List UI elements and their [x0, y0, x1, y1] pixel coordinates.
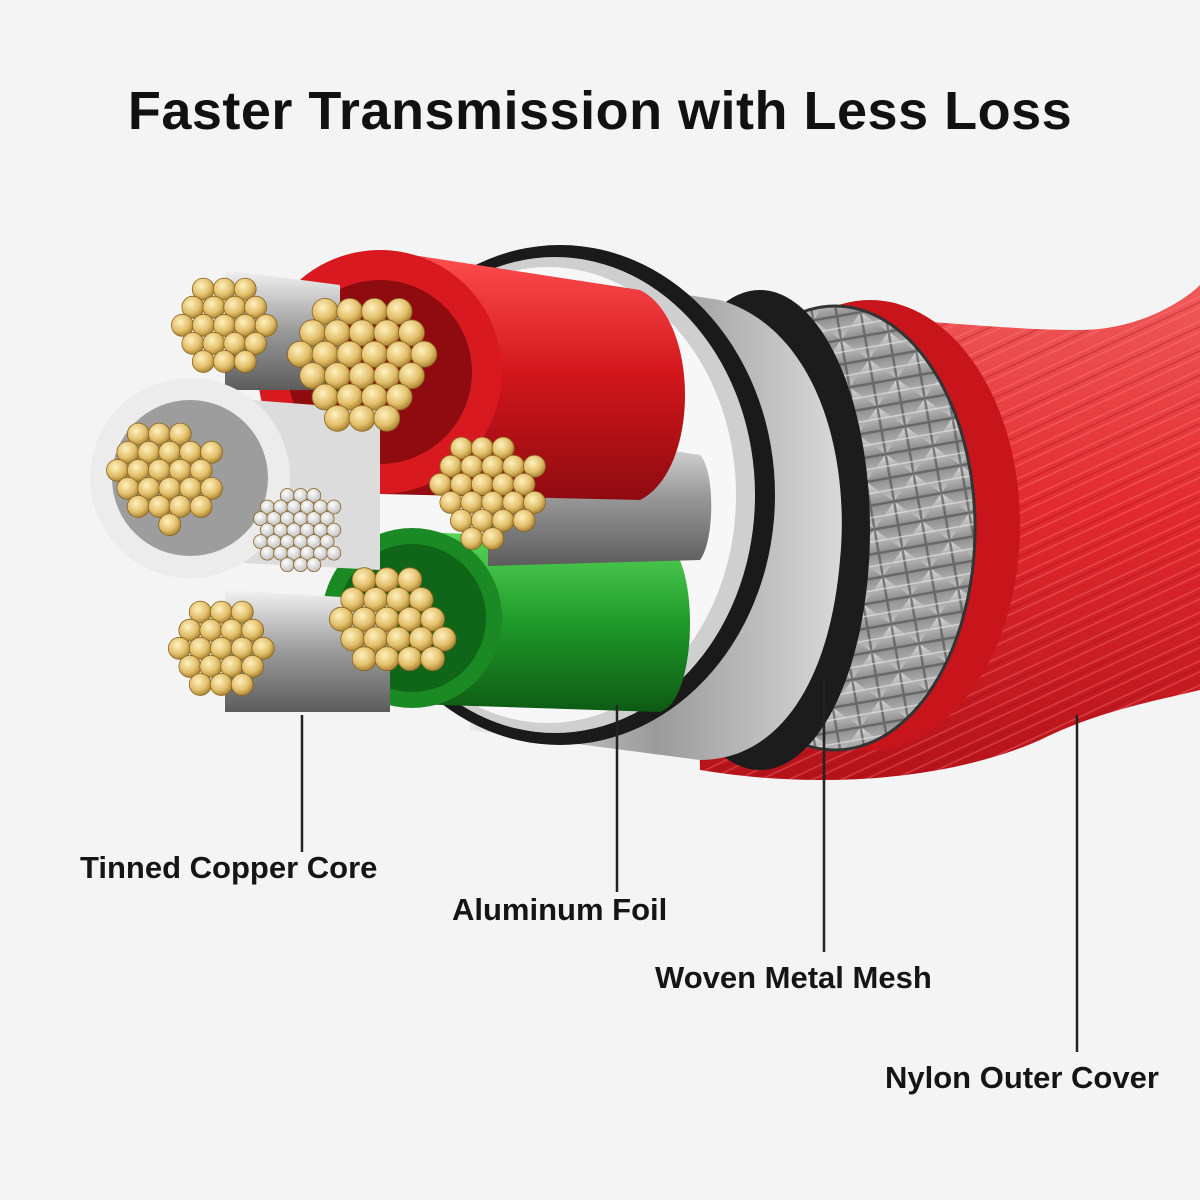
wire-strand: [200, 440, 223, 464]
wire-strand: [374, 646, 400, 672]
wire-strand: [191, 350, 215, 373]
wire-strand: [326, 545, 342, 561]
wire-strand: [512, 472, 536, 496]
wire-strand: [397, 567, 423, 593]
wire-strand: [326, 522, 342, 538]
wire-strand: [241, 655, 265, 678]
strands-white-wire: [106, 422, 223, 536]
wire-strand: [279, 557, 295, 572]
wire-strand: [158, 513, 182, 536]
wire-strand: [319, 534, 335, 549]
strands-green: [328, 567, 457, 672]
wire-strand: [460, 527, 484, 550]
leader-lines: [300, 680, 1079, 1052]
wire-strand: [397, 646, 423, 672]
label-woven-metal-mesh: Woven Metal Mesh: [655, 960, 932, 995]
strands-top-left: [170, 277, 278, 373]
strands-center: [253, 488, 342, 572]
wire-strand: [523, 454, 546, 478]
wire-strand: [251, 636, 275, 660]
wire-strand: [398, 319, 425, 347]
wire-strand: [373, 404, 401, 432]
wire-strand: [323, 404, 351, 432]
wire-strand: [233, 350, 257, 373]
strands-right: [428, 436, 546, 550]
wire-strand: [168, 422, 192, 446]
wire-strand: [410, 340, 438, 368]
wire-strand: [431, 626, 457, 652]
wire-strand: [348, 404, 376, 432]
wire-strand: [385, 297, 413, 325]
wire-strand: [241, 618, 265, 642]
wire-strand: [209, 673, 233, 696]
wire-strand: [306, 488, 322, 503]
wire-strand: [188, 673, 212, 696]
wire-strand: [523, 490, 546, 514]
wire-strand: [512, 509, 536, 532]
wire-strand: [244, 295, 268, 319]
wire-strand: [491, 436, 515, 460]
wire-strand: [293, 557, 309, 572]
label-aluminum-foil: Aluminum Foil: [452, 892, 668, 927]
wire-strand: [189, 458, 213, 482]
wire-strand: [189, 495, 213, 518]
wire-strand: [385, 383, 413, 411]
wire-strand: [326, 499, 342, 515]
label-nylon-outer-cover: Nylon Outer Cover: [885, 1060, 1159, 1095]
conductor-bundle: [90, 250, 712, 712]
tinned-copper-strands: [106, 277, 546, 696]
wire-strand: [212, 350, 236, 373]
wire-strand: [200, 476, 223, 500]
wire-strand: [230, 673, 254, 696]
strands-red: [286, 297, 438, 432]
page-title: Faster Transmission with Less Loss: [127, 81, 1073, 141]
wire-strand: [233, 277, 257, 301]
wire-strand: [306, 557, 322, 572]
wire-strand: [398, 362, 425, 390]
wire-strand: [244, 331, 268, 355]
wire-strand: [319, 511, 335, 526]
wire-strand: [230, 600, 254, 624]
wire-strand: [126, 495, 150, 518]
wire-strand: [254, 313, 278, 337]
wire-strand: [420, 606, 446, 632]
wire-strand: [351, 646, 377, 672]
wire-strand: [259, 545, 275, 561]
wire-strand: [408, 587, 434, 612]
label-tinned-copper-core: Tinned Copper Core: [80, 850, 378, 885]
strands-bottom-left: [167, 600, 275, 696]
wire-strand: [481, 527, 505, 550]
wire-strand: [420, 646, 446, 672]
